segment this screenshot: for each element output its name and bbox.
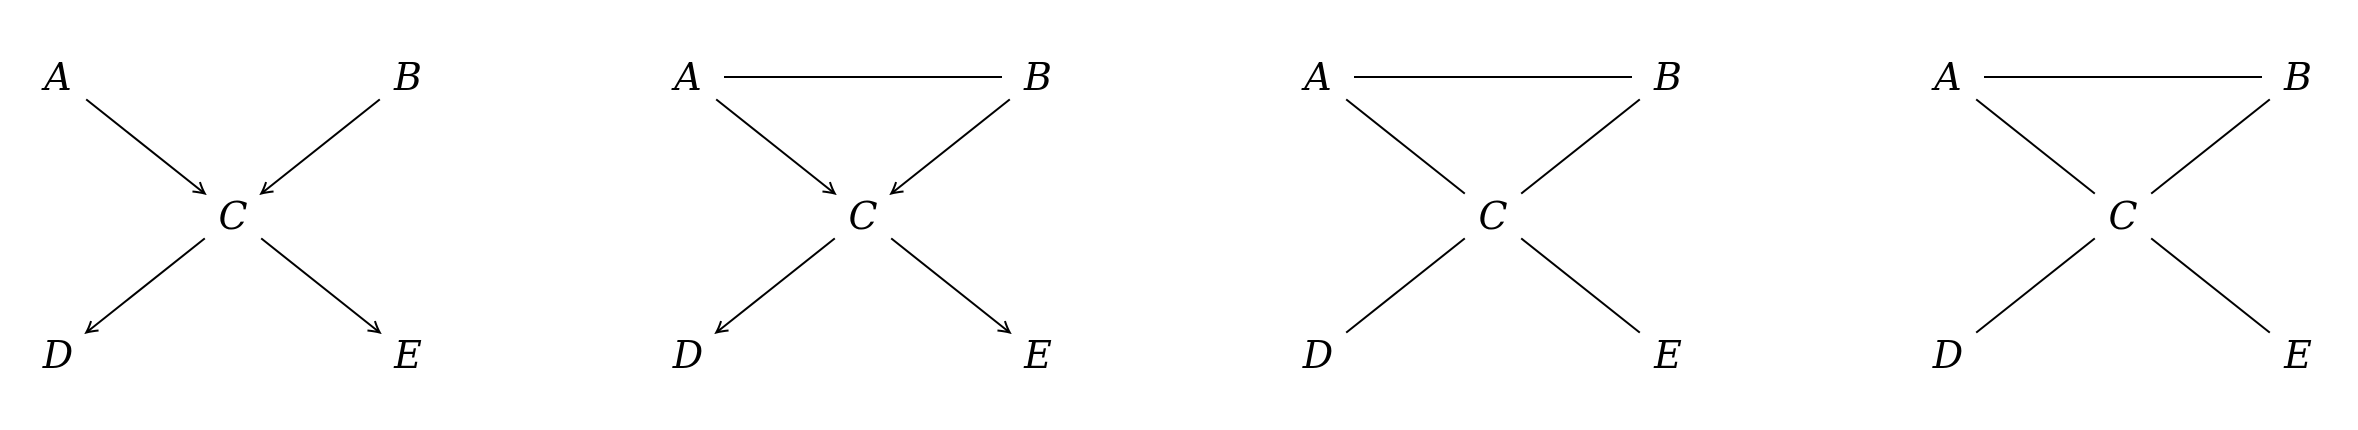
edge-c-d [86, 237, 206, 332]
node-e: E [2283, 333, 2312, 377]
node-c: C [218, 194, 247, 238]
node-a: A [41, 55, 71, 99]
edge-a-c [715, 98, 835, 193]
node-b: B [1023, 55, 1052, 99]
edge-c-d [716, 237, 836, 332]
node-b: B [2283, 55, 2312, 99]
graph-panel-3: A B C D E [1301, 55, 1682, 377]
graph-panel-1: A B C D E [41, 55, 422, 377]
edge-c-e [1520, 237, 1641, 334]
node-e: E [1653, 333, 1682, 377]
edge-c-e [2150, 237, 2271, 334]
graph-panel-4: A B C D E [1931, 55, 2312, 377]
graph-panel-2: A B C D E [671, 55, 1052, 377]
edge-c-e [890, 237, 1010, 332]
node-a: A [1931, 55, 1961, 99]
edge-c-d [1345, 237, 1466, 334]
edge-a-c [1975, 98, 2096, 195]
edge-b-c [2150, 98, 2271, 195]
node-e: E [393, 333, 422, 377]
node-b: B [393, 55, 422, 99]
node-d: D [1302, 333, 1333, 377]
node-a: A [1301, 55, 1331, 99]
node-b: B [1653, 55, 1682, 99]
node-c: C [2108, 194, 2137, 238]
node-a: A [671, 55, 701, 99]
node-d: D [672, 333, 703, 377]
node-e: E [1023, 333, 1052, 377]
node-c: C [848, 194, 877, 238]
node-d: D [1932, 333, 1963, 377]
edge-b-c [1520, 98, 1641, 195]
node-d: D [42, 333, 73, 377]
edge-b-c [891, 98, 1011, 193]
edge-c-e [260, 237, 380, 332]
node-c: C [1478, 194, 1507, 238]
edge-a-c [85, 98, 205, 193]
edge-b-c [261, 98, 381, 193]
edge-c-d [1975, 237, 2096, 334]
edge-a-c [1345, 98, 1466, 195]
